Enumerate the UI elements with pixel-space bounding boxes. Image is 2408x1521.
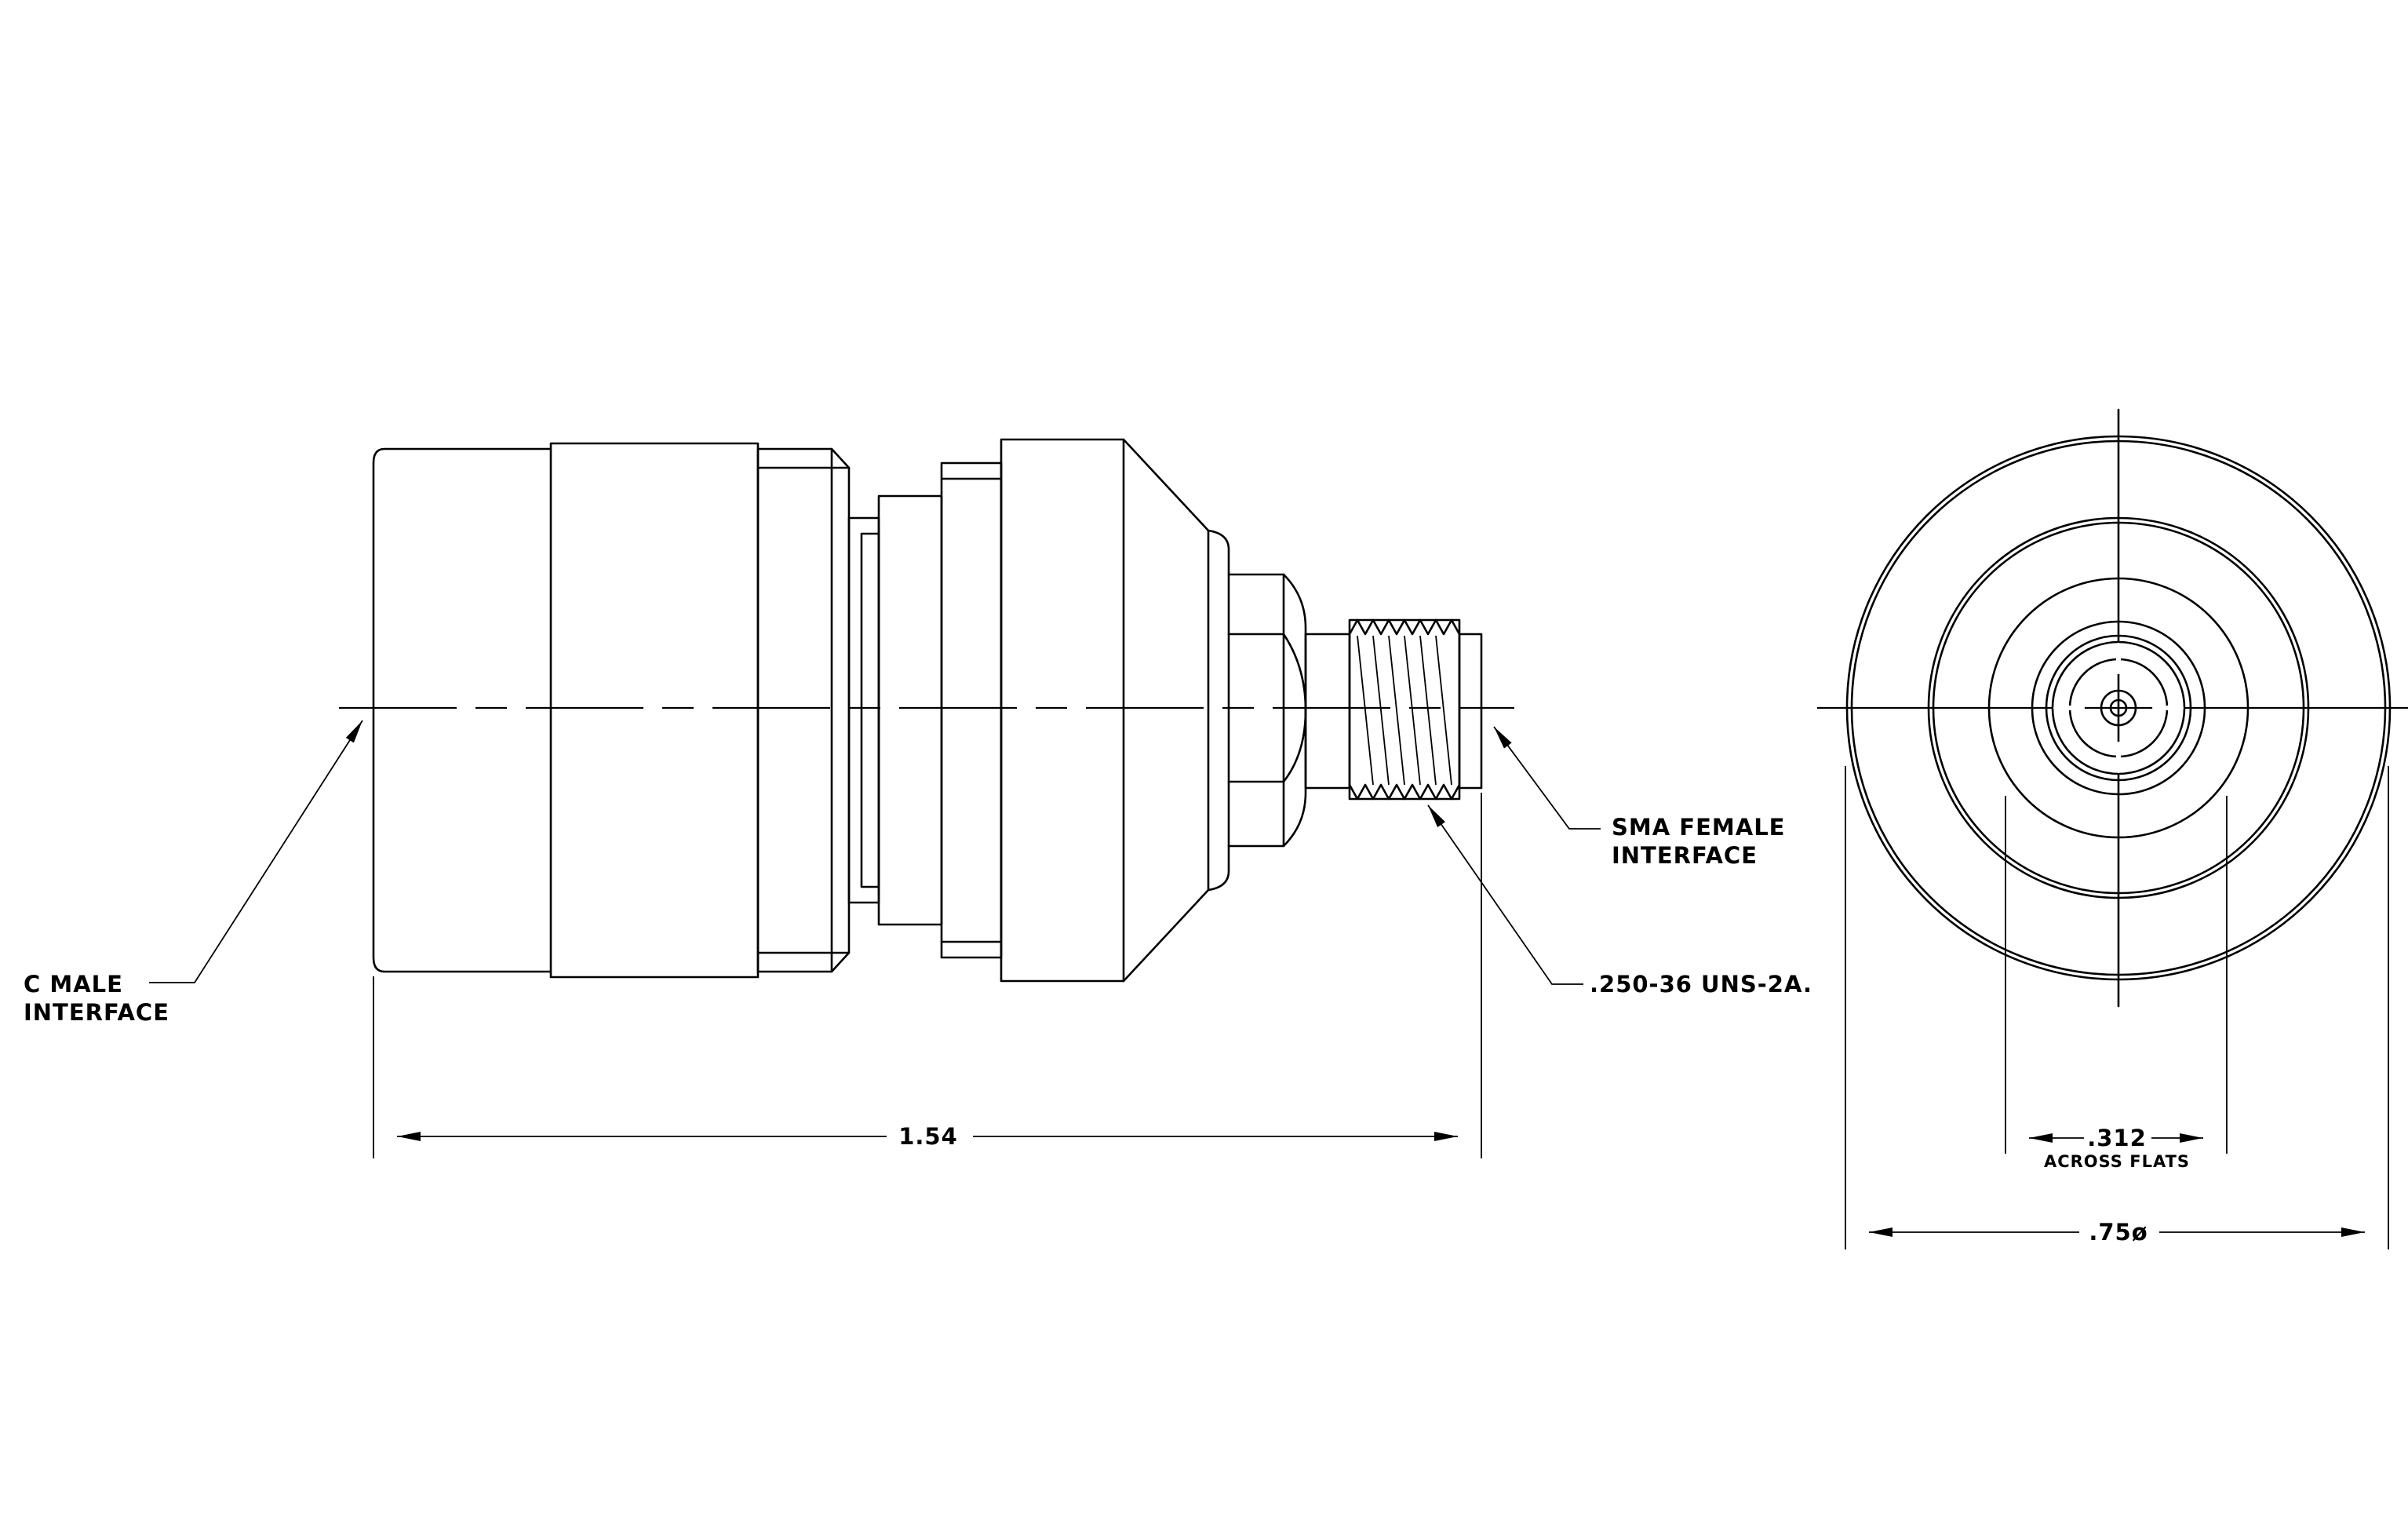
- end-view: [1817, 408, 2408, 1008]
- side-view: [339, 438, 1514, 983]
- sma-female-label-line2: INTERFACE: [1612, 842, 1758, 869]
- adapter-body: [847, 461, 1003, 959]
- across-flats-value: .312: [2087, 1125, 2147, 1151]
- callout-c-male: C MALE INTERFACE: [24, 720, 363, 1026]
- sma-female-threaded-end: [1304, 618, 1483, 801]
- sma-coupling-body: [1000, 438, 1230, 983]
- c-male-label-line2: INTERFACE: [24, 999, 169, 1026]
- overall-length-value: 1.54: [898, 1123, 958, 1150]
- c-male-coupling-nut: [372, 442, 851, 979]
- thread-label: .250-36 UNS-2A.: [1590, 971, 1812, 998]
- c-male-label-line1: C MALE: [24, 971, 123, 998]
- across-flats-note: ACROSS FLATS: [2044, 1152, 2190, 1171]
- diameter-value: .75ø: [2089, 1219, 2148, 1246]
- callout-thread: .250-36 UNS-2A.: [1427, 804, 1812, 998]
- dimension-overall-length: 1.54: [373, 793, 1482, 1158]
- sma-female-label-line1: SMA FEMALE: [1612, 814, 1786, 841]
- callout-sma-female: SMA FEMALE INTERFACE: [1493, 726, 1786, 869]
- dimension-diameter: .75ø: [1845, 766, 2389, 1249]
- hex-body: [1227, 573, 1307, 848]
- dimension-across-flats: .312 ACROSS FLATS: [2005, 796, 2228, 1171]
